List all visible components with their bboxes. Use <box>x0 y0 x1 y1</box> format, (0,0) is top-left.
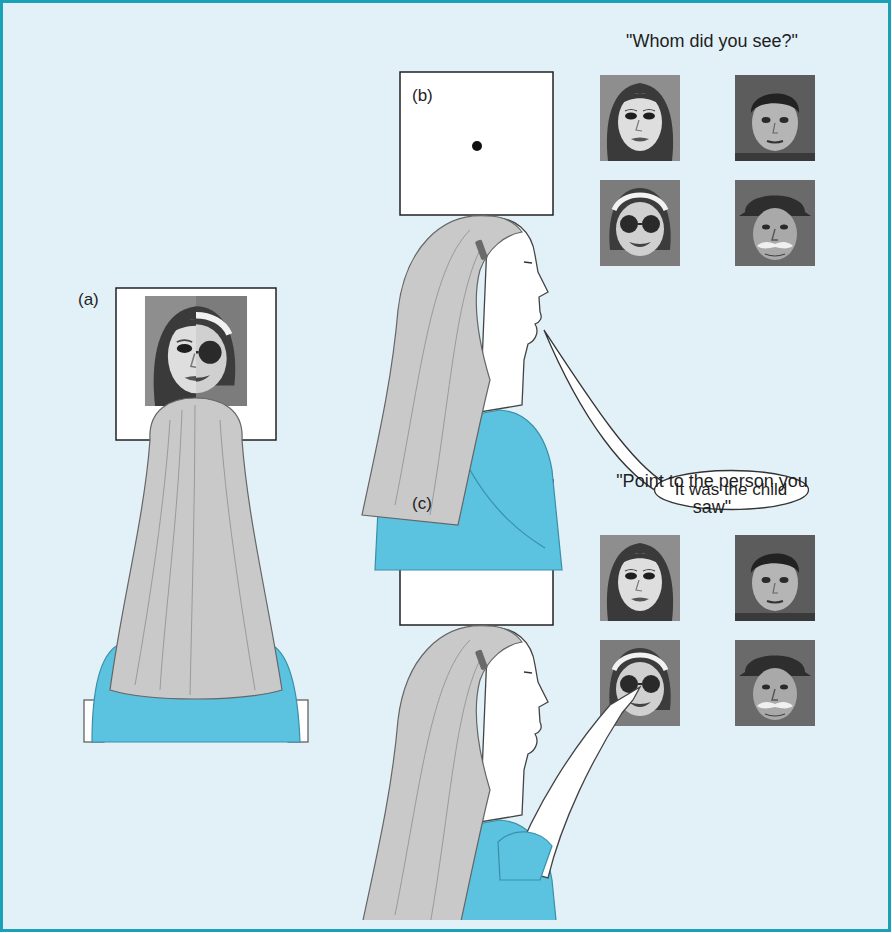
display-screen: (c) <box>400 480 553 625</box>
face-choices <box>600 75 815 266</box>
display-screen: (b) <box>400 72 553 215</box>
chimeric-face <box>145 296 247 406</box>
screen-b <box>400 72 553 215</box>
panel-label: (a) <box>78 290 99 310</box>
panel-label: (c) <box>412 494 432 514</box>
prompt-text: "Point to the person you saw" <box>597 468 827 520</box>
fixation-dot <box>472 141 482 151</box>
prompt-text: "Whom did you see?" <box>572 28 852 54</box>
subject-pointing <box>362 626 640 920</box>
display-screen: (a) <box>116 288 276 440</box>
panel-label: (b) <box>412 86 433 106</box>
subject-back <box>84 398 308 742</box>
subject-profile <box>362 216 562 570</box>
